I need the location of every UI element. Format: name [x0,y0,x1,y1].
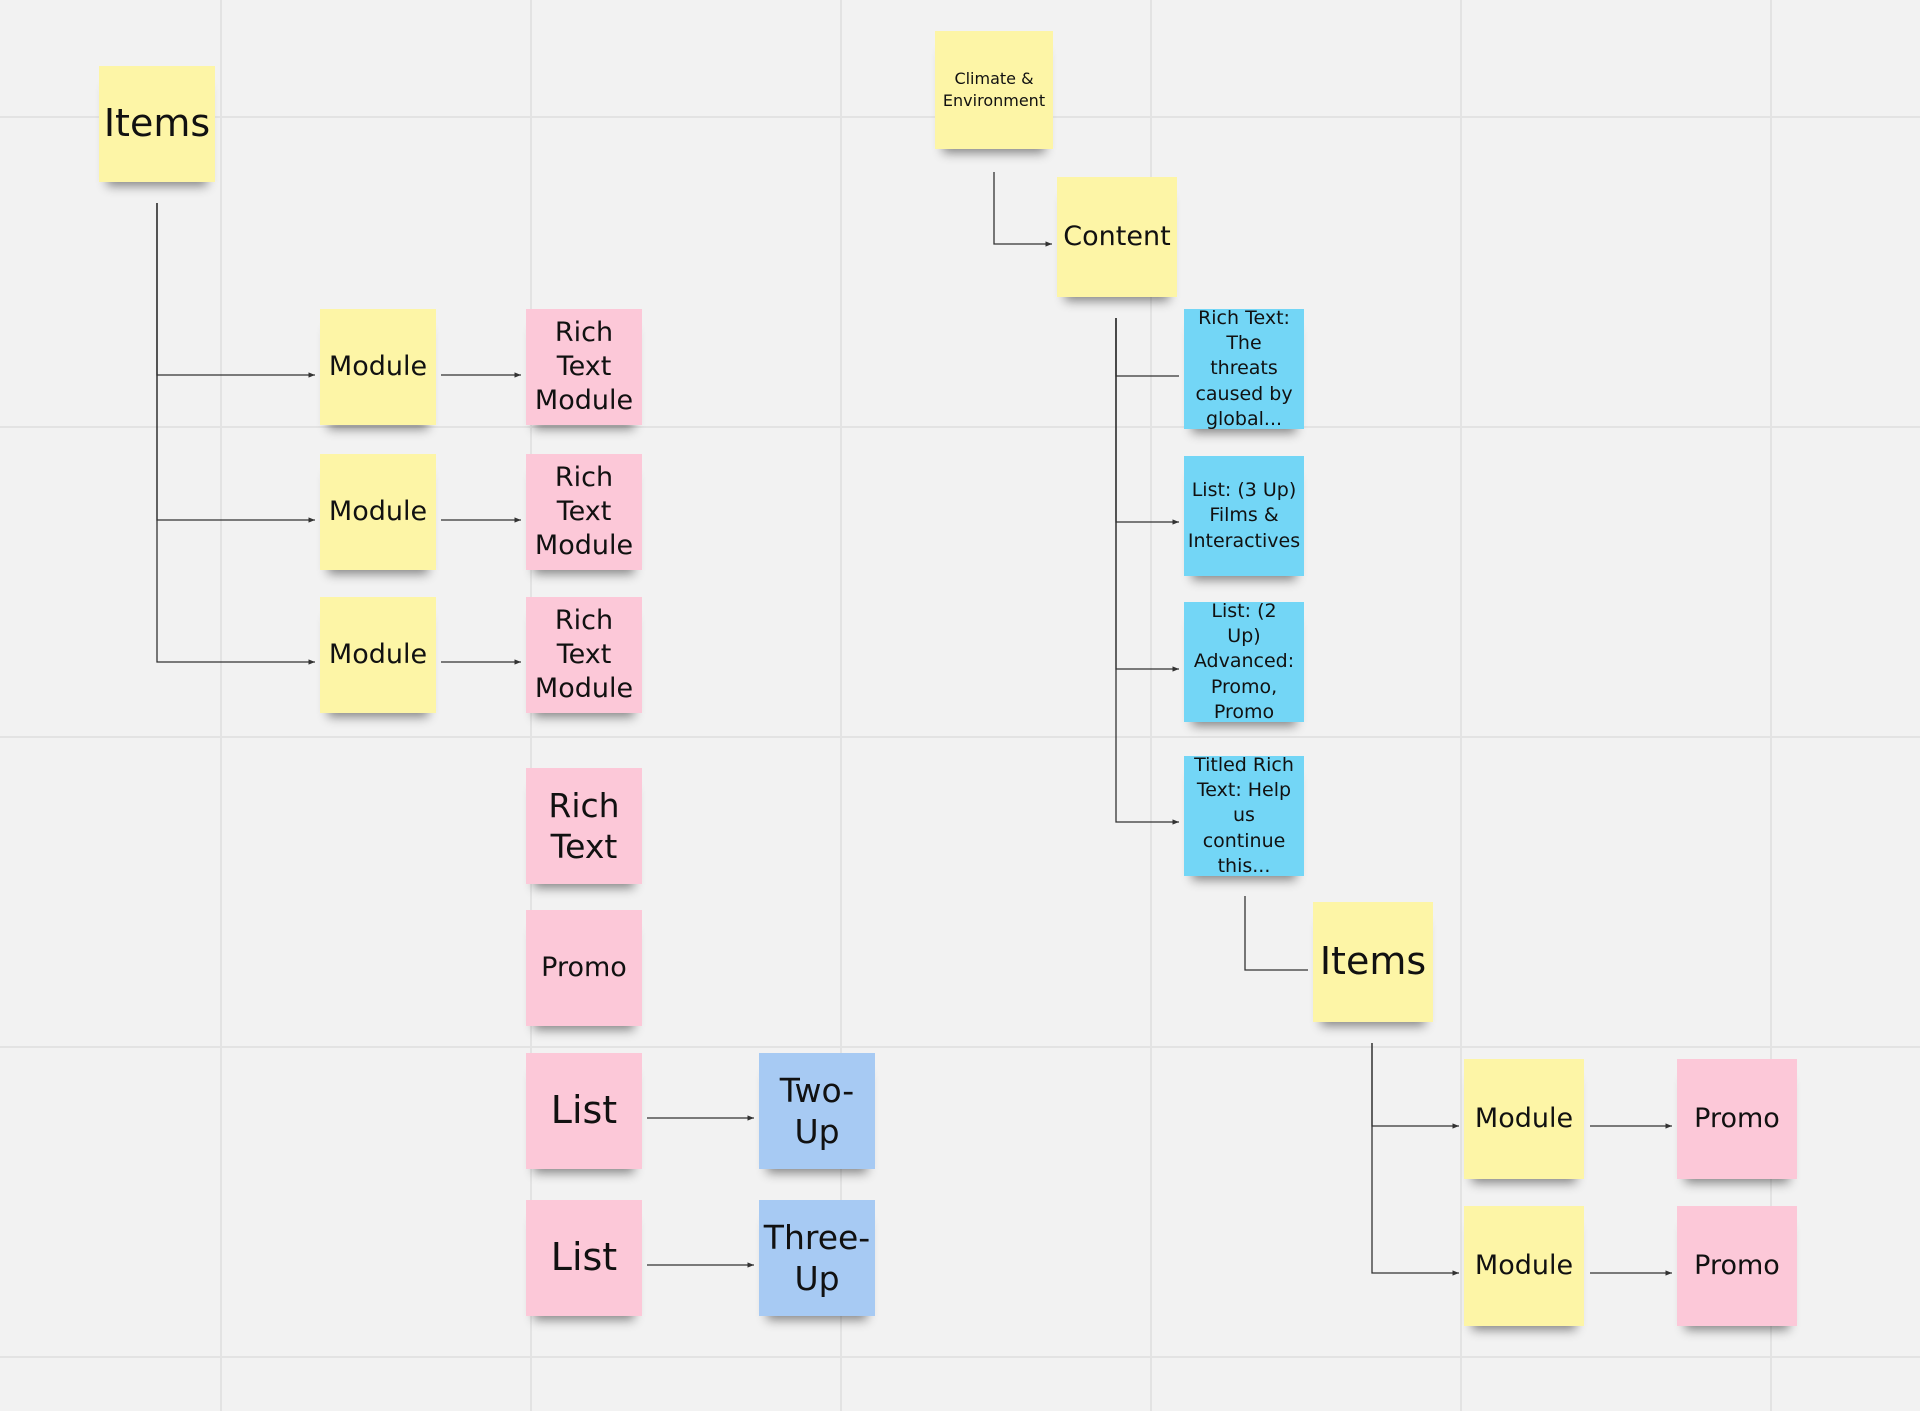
sticky-note-rich-text-module-1[interactable]: Rich Text Module [526,309,642,425]
sticky-note-rich-text-module-3[interactable]: Rich Text Module [526,597,642,713]
sticky-note-items-left[interactable]: Items [99,66,215,182]
connector-climate-to-content[interactable] [993,172,1052,247]
sticky-note-rich-text-threats[interactable]: Rich Text: The threats caused by global.… [1184,307,1304,430]
connector-items-right-to-module-5[interactable] [1371,1043,1459,1276]
connector-items-left-to-module-2[interactable] [156,203,315,523]
connector-items-right-to-module-4[interactable] [1371,1043,1459,1129]
sticky-note-list-1[interactable]: List [526,1053,642,1169]
sticky-note-promo-left[interactable]: Promo [526,910,642,1026]
sticky-note-two-up[interactable]: Two-Up [759,1053,875,1169]
sticky-note-promo-right-1[interactable]: Promo [1677,1059,1797,1179]
connector-items-left-to-module-1[interactable] [156,203,315,378]
sticky-note-module-2[interactable]: Module [320,454,436,570]
sticky-note-module-5[interactable]: Module [1464,1206,1584,1326]
sticky-note-module-3[interactable]: Module [320,597,436,713]
sticky-note-rich-text-module-2[interactable]: Rich Text Module [526,454,642,570]
sticky-note-content[interactable]: Content [1057,177,1177,297]
connector-content-to-rich-text-threats[interactable] [1115,318,1179,377]
connector-content-to-list-2up[interactable] [1115,318,1179,672]
sticky-note-titled-rich-text[interactable]: Titled Rich Text: Help us continue this.… [1184,754,1304,877]
sticky-note-items-right[interactable]: Items [1313,902,1433,1022]
sticky-note-rich-text[interactable]: Rich Text [526,768,642,884]
connector-content-to-titled-rich-text[interactable] [1115,318,1179,825]
sticky-note-list-2-up[interactable]: List: (2 Up) Advanced: Promo, Promo [1184,600,1304,723]
sticky-note-three-up[interactable]: Three-Up [759,1200,875,1316]
sticky-note-climate-environment[interactable]: Climate & Environment [935,31,1053,149]
sticky-note-module-1[interactable]: Module [320,309,436,425]
sticky-note-list-2[interactable]: List [526,1200,642,1316]
sticky-note-list-3-up[interactable]: List: (3 Up) Films & Interactives [1184,456,1304,576]
connector-content-to-list-3up[interactable] [1115,318,1179,525]
sticky-note-promo-right-2[interactable]: Promo [1677,1206,1797,1326]
connector-items-left-to-module-3[interactable] [156,203,315,665]
sticky-note-module-4[interactable]: Module [1464,1059,1584,1179]
connector-titled-rich-text-to-items-right[interactable] [1244,896,1308,971]
